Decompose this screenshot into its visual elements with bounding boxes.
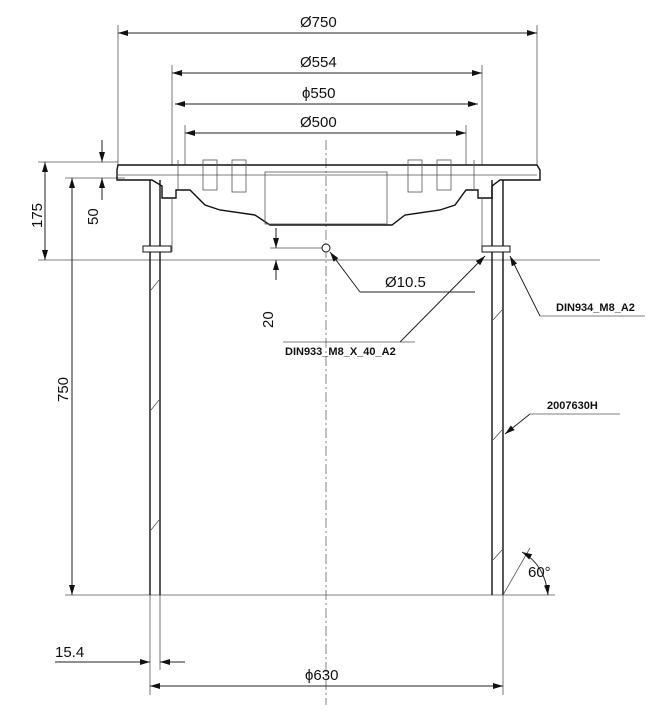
- leader-nut: [509, 255, 541, 317]
- dim-h175: 175: [29, 203, 46, 228]
- dim-d750: Ø750: [300, 14, 337, 31]
- bolt-right: [481, 245, 511, 253]
- dim-h50: 50: [85, 208, 102, 225]
- dim-d550: ϕ550: [302, 85, 335, 102]
- leader-part: [504, 413, 531, 435]
- pipe-body: [149, 180, 504, 595]
- dim-h750: 750: [55, 377, 72, 402]
- dim-h20: 20: [260, 311, 277, 328]
- hole-marker: [321, 243, 331, 253]
- bolt-left: [142, 245, 172, 253]
- extension-lines: [38, 25, 600, 695]
- grate-frame-flange: [116, 159, 541, 252]
- angle-60: [502, 547, 550, 596]
- leader-screw: [399, 255, 486, 343]
- dim-d10-5: Ø10.5: [385, 274, 426, 291]
- dim-d500: Ø500: [300, 114, 337, 131]
- leader-d10-5-arrow: [329, 251, 361, 293]
- dim-d554: Ø554: [300, 54, 337, 71]
- callout-nut: DIN934_M8_A2: [556, 302, 635, 314]
- dim-w15-4: 15.4: [55, 644, 84, 661]
- callout-screw: DIN933_M8_X_40_A2: [285, 346, 396, 358]
- dim-angle-60: 60°: [528, 564, 551, 581]
- dim-d630: ϕ630: [305, 667, 338, 684]
- callout-part: 2007630H: [547, 400, 598, 412]
